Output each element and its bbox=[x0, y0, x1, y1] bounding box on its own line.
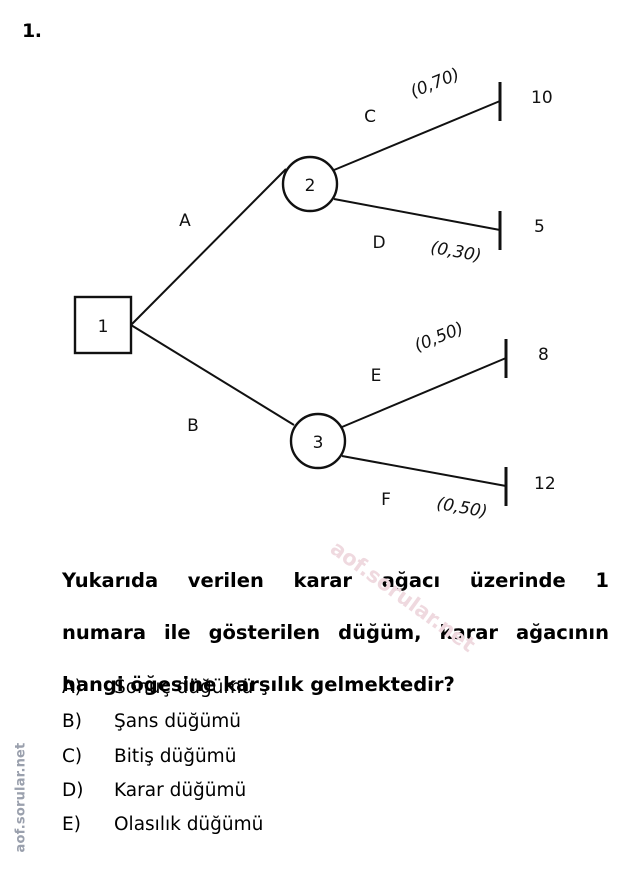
probability-label-e: (0,50) bbox=[412, 319, 467, 357]
chance-node-2-label: 2 bbox=[305, 176, 316, 196]
branch-line-e bbox=[341, 357, 507, 428]
option-d-letter: D) bbox=[62, 780, 84, 802]
branch-label-f: F bbox=[381, 490, 391, 510]
question-stem-line: numara ile gösterilen düğüm, karar ağacı… bbox=[62, 620, 609, 644]
branch-line-c bbox=[333, 100, 501, 171]
option-e[interactable]: E) Olasılık düğümü bbox=[62, 814, 482, 836]
option-c[interactable]: C) Bitiş düğümü bbox=[62, 745, 482, 767]
decision-tree-diagram: 1 2 3 A B C D E F (0,70) (0,30) (0,50) (… bbox=[73, 65, 556, 523]
answer-options-list: A) Sonuç düğümü B) Şans düğümü C) Bitiş … bbox=[62, 677, 482, 850]
payoff-value-5: 5 bbox=[534, 217, 545, 237]
branch-label-a: A bbox=[179, 211, 191, 231]
option-c-text: Bitiş düğümü bbox=[114, 745, 237, 767]
watermark-side: aof.sorular.net bbox=[13, 742, 29, 853]
branch-line-a bbox=[130, 168, 287, 326]
option-a[interactable]: A) Sonuç düğümü bbox=[62, 677, 482, 698]
probability-label-c: (0,70) bbox=[408, 65, 463, 103]
option-a-letter: A) bbox=[62, 677, 82, 698]
branch-label-c: C bbox=[364, 107, 376, 127]
option-d[interactable]: D) Karar düğümü bbox=[62, 780, 482, 802]
option-e-letter: E) bbox=[62, 814, 81, 836]
question-stem: Yukarıda verilen karar ağacı üzerinde 1 … bbox=[62, 568, 609, 698]
probability-label-f: (0,50) bbox=[435, 494, 489, 523]
decision-node-1 bbox=[73, 295, 133, 355]
question-number: 1. bbox=[22, 20, 42, 42]
payoff-value-12: 12 bbox=[534, 474, 556, 494]
branch-label-b: B bbox=[187, 416, 199, 436]
branch-line-b bbox=[130, 324, 295, 426]
chance-node-2 bbox=[281, 155, 339, 213]
question-stem-line: Yukarıda verilen karar ağacı üzerinde 1 bbox=[62, 569, 609, 592]
branch-line-f bbox=[341, 455, 507, 487]
decision-node-1-label: 1 bbox=[98, 317, 109, 337]
branch-line-d bbox=[333, 198, 501, 231]
option-e-text: Olasılık düğümü bbox=[114, 814, 264, 836]
branch-label-e: E bbox=[371, 366, 382, 386]
payoff-value-8: 8 bbox=[538, 345, 549, 365]
probability-label-d: (0,30) bbox=[429, 238, 483, 267]
option-b-text: Şans düğümü bbox=[114, 711, 242, 733]
option-c-letter: C) bbox=[62, 745, 83, 767]
option-b-letter: B) bbox=[62, 711, 82, 733]
payoff-value-10: 10 bbox=[531, 88, 553, 108]
option-b[interactable]: B) Şans düğümü bbox=[62, 711, 482, 733]
branch-label-d: D bbox=[372, 233, 385, 253]
chance-node-3-label: 3 bbox=[313, 433, 324, 453]
chance-node-3 bbox=[289, 412, 347, 470]
question-stem-line: hangi öğesine karşılık gelmektedir? bbox=[62, 672, 455, 696]
option-d-text: Karar düğümü bbox=[114, 780, 247, 802]
option-a-text: Sonuç düğümü bbox=[114, 677, 254, 698]
